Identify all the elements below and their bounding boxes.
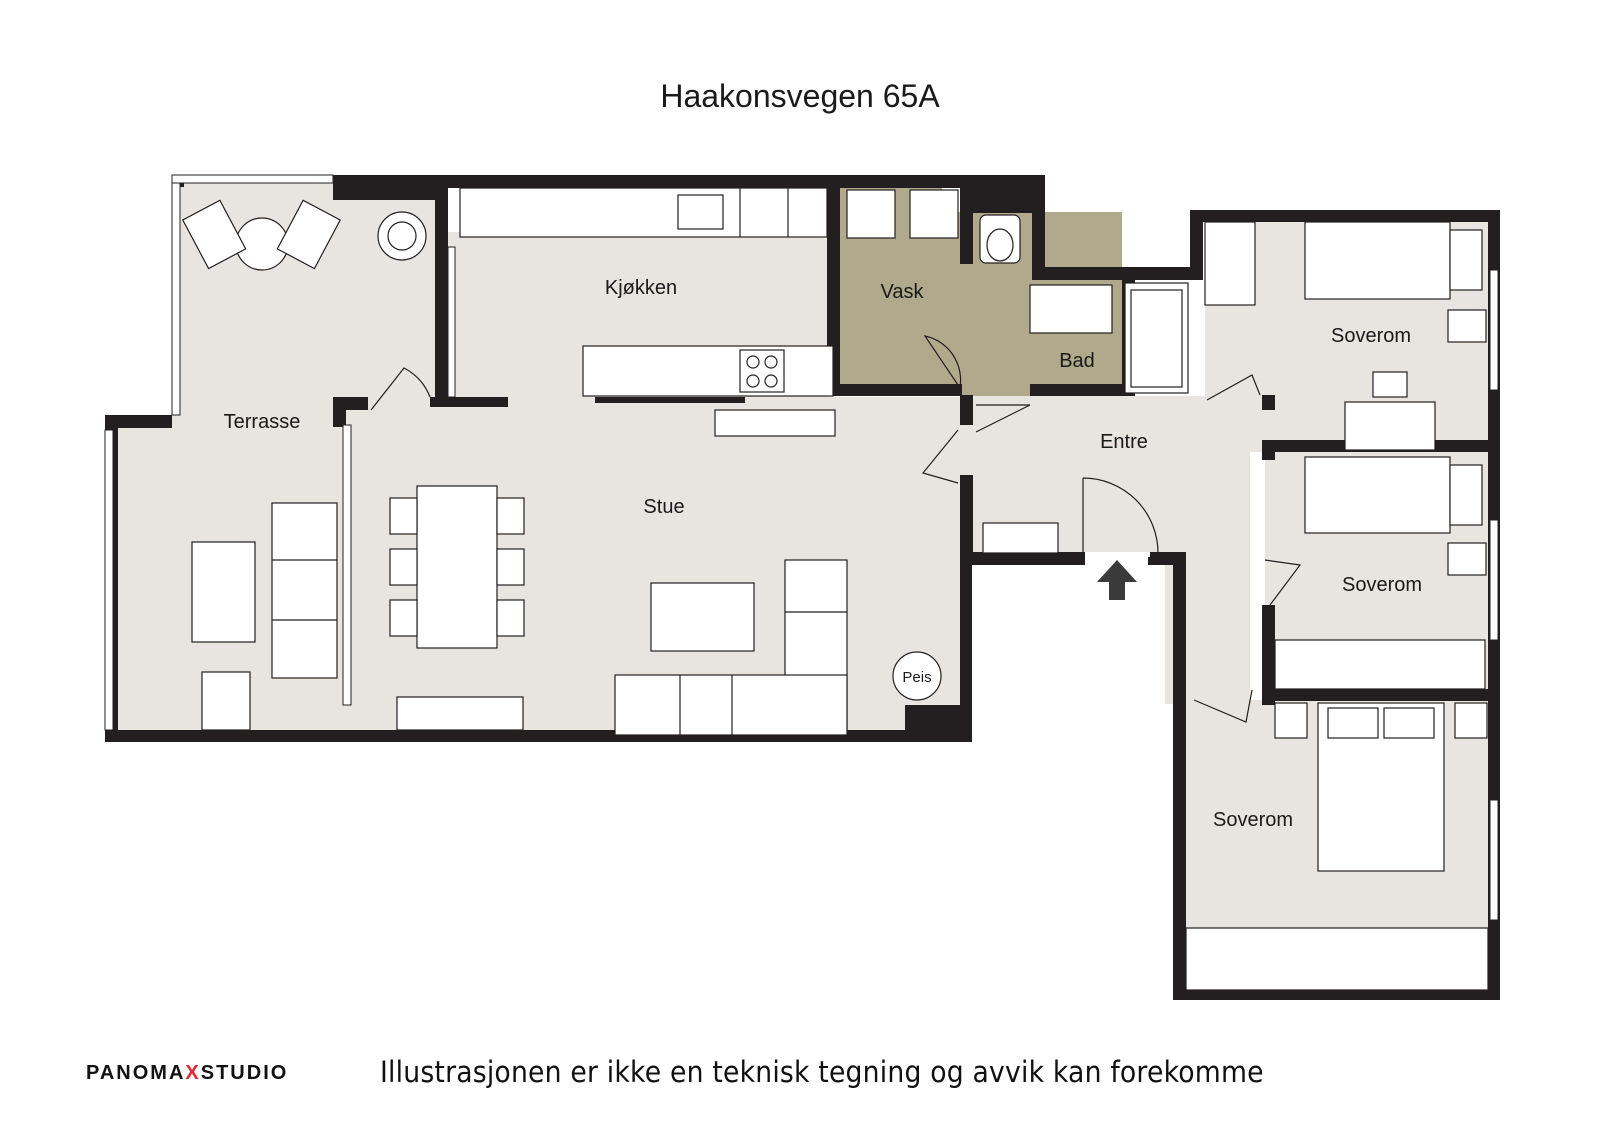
fireplace-icon [892,651,942,701]
room-labels: Kjøkken Vask Bad Terrasse Stue Entre Sov… [224,277,1422,831]
bathtub-icon [1124,282,1189,394]
kitchen-cabinet [714,409,836,437]
kitchen-island [582,345,834,397]
entrance-fixtures [982,477,1159,600]
tv-bench [396,696,524,731]
brand-logo: PANOMAXSTUDIO [86,1062,288,1085]
bedroom1-label: Soverom [1331,325,1411,347]
nightstand [1274,702,1308,739]
shoe-rack [982,522,1059,554]
coffee-table [650,582,755,652]
terrace-armchair [201,671,251,731]
dining-chair-icon [389,548,418,586]
pillow [1327,707,1379,739]
washing-machine-icon [846,189,896,239]
windows [104,174,1499,921]
laundry-machines [846,189,959,239]
dryer-icon [909,189,959,239]
terrace-chair-icon [276,199,342,270]
kitchen-label: Kjøkken [605,277,677,299]
nightstand [1447,309,1487,343]
nightstand [1454,702,1488,739]
terrace-chair-icon [181,199,247,270]
plan-title: Haakonsvegen 65A [660,78,940,114]
living-furniture [389,485,942,736]
dining-chair-icon [496,497,525,535]
laundry-label: Vask [881,281,925,303]
brand-part1: PANOMA [86,1062,186,1084]
terrace-label: Terrasse [224,411,301,433]
brand-part2: STUDIO [200,1062,289,1084]
desk [1344,401,1436,451]
bed-icon [1304,221,1451,300]
bath-label: Bad [1059,350,1095,372]
wardrobe [1204,221,1256,306]
pillow [1383,707,1435,739]
wardrobe [1274,639,1486,690]
bedroom3-furniture [1185,702,1489,991]
dining-table [416,485,498,649]
bedroom2-label: Soverom [1342,574,1422,596]
bed-icon [1304,456,1451,534]
pillow [1449,464,1483,526]
disclaimer-text: Illustrasjonen er ikke en teknisk tegnin… [380,1055,1264,1089]
bath-sink-icon [1029,284,1113,334]
terrace-furniture [181,199,427,731]
terrace-lounge-table [191,541,256,643]
entrance-label: Entre [1100,431,1148,453]
kitchen-counter [459,187,836,437]
dining-chair-icon [496,599,525,637]
dining-chair-icon [496,548,525,586]
plant-icon [377,211,427,261]
dining-chair-icon [389,497,418,535]
nightstand [1447,542,1487,576]
fireplace-label: Peis [902,669,931,686]
sofa [614,674,848,736]
doors [370,335,1302,723]
terrace-sofa [271,502,338,679]
wardrobe [1185,927,1489,991]
bedroom3-label: Soverom [1213,809,1293,831]
desk-chair [1372,371,1408,398]
living-label: Stue [643,496,684,518]
bedroom2-furniture [1274,456,1487,690]
dining-chair-icon [389,599,418,637]
toilet-icon [979,214,1021,264]
cooktop-icon [739,349,785,393]
bedroom1-furniture [1204,221,1487,451]
entrance-arrow-icon [1097,560,1137,600]
kitchen-sink-icon [677,194,724,230]
entrance-door-swing [1082,477,1159,554]
bath-fixtures [979,214,1189,394]
brand-x: X [185,1062,201,1084]
pillow [1449,229,1483,291]
